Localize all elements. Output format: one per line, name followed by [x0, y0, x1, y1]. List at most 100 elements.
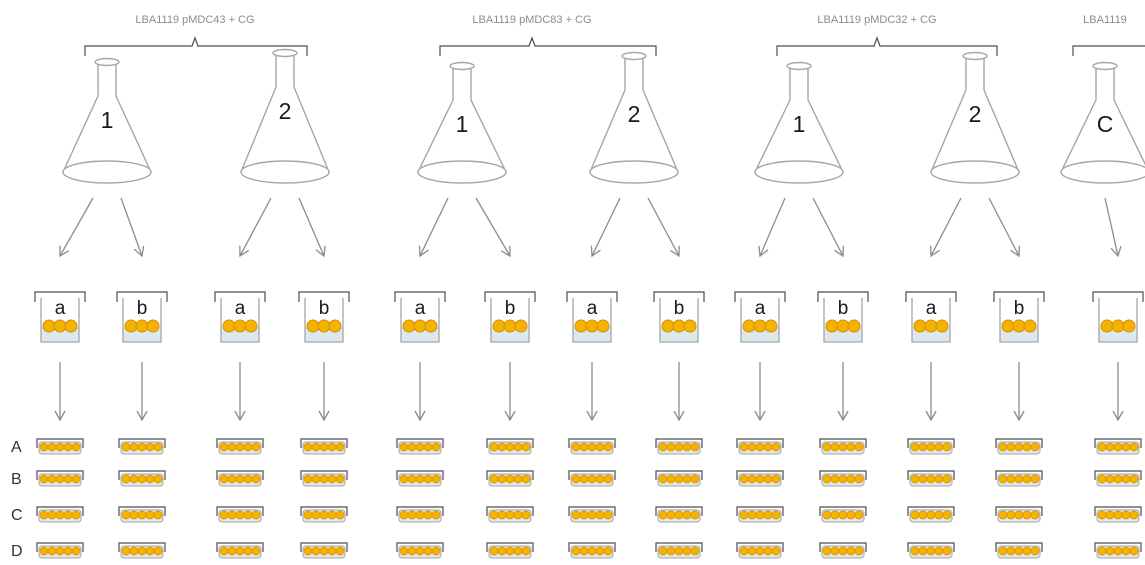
colony	[1007, 511, 1015, 519]
group-3: LBA1119 pMDC32 + CG1ab2ab	[735, 14, 1044, 558]
tube: a	[906, 292, 956, 342]
plate	[397, 439, 443, 454]
colony	[999, 443, 1007, 451]
colony	[772, 511, 780, 519]
colony	[506, 443, 514, 451]
group-label: LBA1119 pMDC83 + CG	[472, 14, 591, 26]
colony	[416, 511, 424, 519]
colony	[220, 443, 228, 451]
plate	[487, 471, 533, 486]
colony	[223, 320, 235, 332]
plate-row-label: D	[11, 543, 23, 560]
colony	[138, 475, 146, 483]
colony	[48, 547, 56, 555]
colony	[1106, 547, 1114, 555]
plate	[737, 471, 783, 486]
colony	[847, 443, 855, 451]
colony	[328, 511, 336, 519]
colony	[125, 320, 137, 332]
colony	[522, 547, 530, 555]
colony	[691, 547, 699, 555]
colony	[740, 475, 748, 483]
colony	[425, 320, 437, 332]
colony	[743, 320, 755, 332]
plate	[656, 471, 702, 486]
colony	[588, 511, 596, 519]
colony	[675, 511, 683, 519]
plate	[908, 471, 954, 486]
colony	[40, 475, 48, 483]
flask-base	[418, 161, 506, 183]
colony	[228, 511, 236, 519]
tube-letter: a	[587, 298, 598, 319]
colony	[40, 547, 48, 555]
colony	[586, 320, 598, 332]
plate	[996, 471, 1042, 486]
plate	[487, 507, 533, 522]
colony	[228, 547, 236, 555]
colony	[498, 547, 506, 555]
group-2: LBA1119 pMDC83 + CG1ab2ab	[395, 14, 704, 558]
colony	[72, 511, 80, 519]
flask-rim	[95, 59, 119, 66]
colony	[740, 511, 748, 519]
colony	[1098, 443, 1106, 451]
plate	[487, 439, 533, 454]
colony	[740, 547, 748, 555]
colony	[1015, 443, 1023, 451]
colony	[48, 511, 56, 519]
colony	[56, 511, 64, 519]
colony	[935, 443, 943, 451]
colony	[1123, 320, 1135, 332]
colony	[662, 320, 674, 332]
colony	[72, 443, 80, 451]
colony	[943, 443, 951, 451]
colony	[691, 443, 699, 451]
colony	[919, 547, 927, 555]
plate	[217, 471, 263, 486]
colony	[847, 475, 855, 483]
colony	[336, 547, 344, 555]
colony	[740, 443, 748, 451]
plate	[569, 507, 615, 522]
colony	[935, 475, 943, 483]
colony	[1098, 547, 1106, 555]
colony	[1098, 475, 1106, 483]
colony	[336, 443, 344, 451]
tube: a	[395, 292, 445, 342]
colony	[748, 475, 756, 483]
colony	[122, 475, 130, 483]
colony	[604, 547, 612, 555]
colony	[764, 511, 772, 519]
plate	[908, 507, 954, 522]
colony	[336, 511, 344, 519]
colony	[64, 443, 72, 451]
colony	[506, 511, 514, 519]
colony	[604, 475, 612, 483]
colony	[673, 320, 685, 332]
colony	[684, 320, 696, 332]
group-1: LBA1119 pMDC43 + CG1ab2ab	[35, 14, 349, 558]
plate	[119, 507, 165, 522]
plate	[217, 439, 263, 454]
colony	[336, 475, 344, 483]
colony	[136, 320, 148, 332]
colony	[756, 547, 764, 555]
colony	[588, 443, 596, 451]
tube: a	[35, 292, 85, 342]
plate	[487, 543, 533, 558]
group-bracket	[777, 38, 997, 56]
colony	[146, 511, 154, 519]
colony	[228, 443, 236, 451]
colony	[596, 443, 604, 451]
colony	[424, 443, 432, 451]
colony	[925, 320, 937, 332]
colony	[408, 547, 416, 555]
colony	[943, 547, 951, 555]
colony	[748, 511, 756, 519]
arrow-flask-to-tube	[299, 198, 324, 256]
colony	[252, 547, 260, 555]
colony	[855, 475, 863, 483]
tube-letter: a	[926, 298, 937, 319]
